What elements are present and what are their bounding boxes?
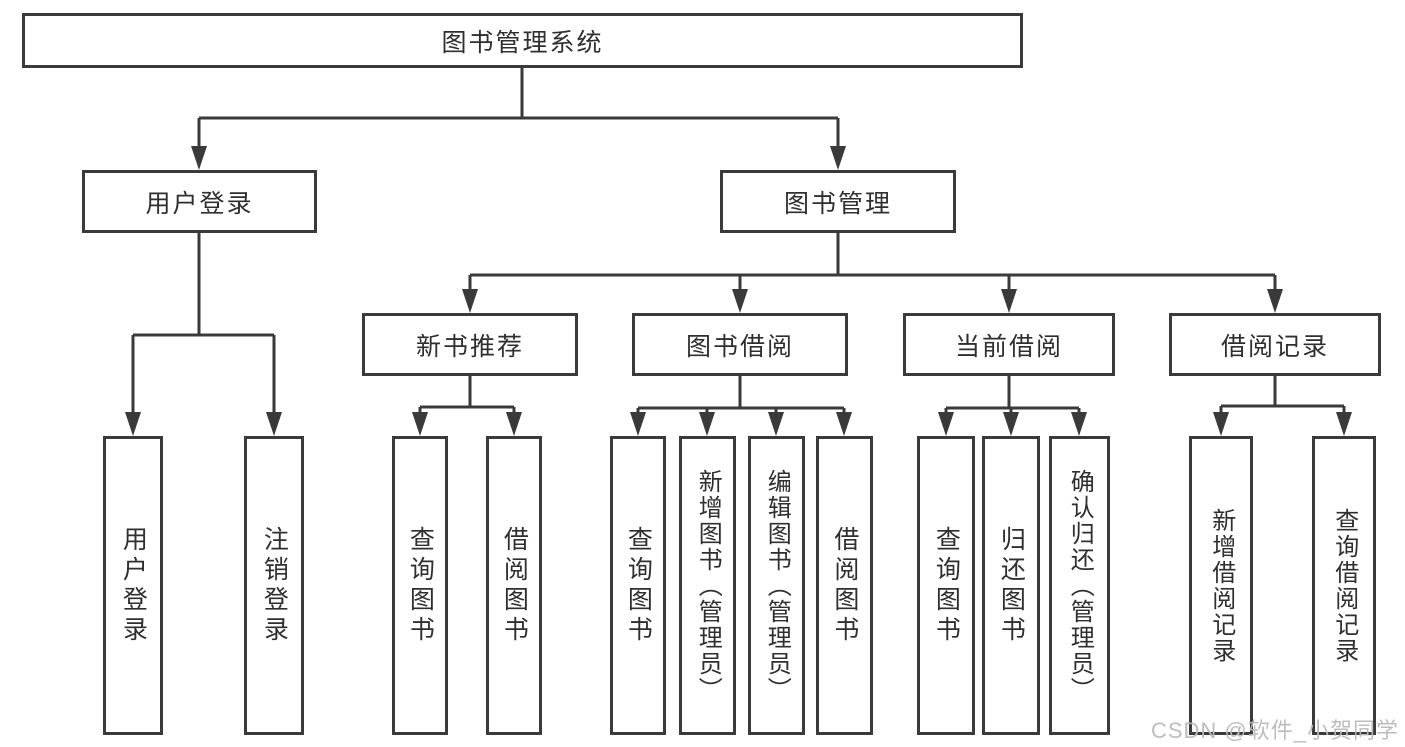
node-root: 图书管理系统 (22, 13, 1023, 68)
leaf-borrow-query-books: 查询图书 (610, 436, 666, 735)
node-user-login-label: 用户登录 (145, 189, 254, 218)
leaf-query-borrow-record-label: 查询借阅记录 (1330, 507, 1358, 664)
node-user-login: 用户登录 (82, 170, 317, 233)
leaf-add-borrow-record: 新增借阅记录 (1189, 436, 1253, 735)
csdn-watermark: CSDN @软件_小贺同学 (1150, 718, 1399, 743)
node-current-borrow-label: 当前借阅 (954, 332, 1063, 361)
leaf-recommend-query-books: 查询图书 (392, 436, 448, 735)
node-book-borrow-label: 图书借阅 (685, 332, 794, 361)
leaf-return-books: 归还图书 (982, 436, 1040, 735)
leaf-add-books-admin: 新增图书（管理员） (679, 436, 736, 735)
leaf-user-login: 用户登录 (103, 436, 163, 735)
leaf-recommend-query-books-label: 查询图书 (406, 525, 435, 646)
node-root-label: 图书管理系统 (441, 28, 604, 57)
leaf-borrow-books-label: 借阅图书 (830, 525, 859, 646)
leaf-query-borrow-record: 查询借阅记录 (1312, 436, 1376, 735)
node-new-book-recommend-label: 新书推荐 (415, 332, 524, 361)
node-borrow-record: 借阅记录 (1169, 313, 1381, 376)
node-book-borrow: 图书借阅 (632, 313, 848, 376)
node-current-borrow: 当前借阅 (903, 313, 1115, 376)
leaf-edit-books-admin: 编辑图书（管理员） (748, 436, 805, 735)
leaf-add-borrow-record-label: 新增借阅记录 (1207, 507, 1235, 664)
leaf-return-books-label: 归还图书 (997, 525, 1026, 646)
node-book-management: 图书管理 (720, 170, 956, 233)
leaf-user-login-label: 用户登录 (119, 525, 148, 646)
leaf-edit-books-admin-label: 编辑图书（管理员） (763, 468, 791, 703)
leaf-borrow-query-books-label: 查询图书 (624, 525, 653, 646)
leaf-logout-label: 注销登录 (260, 525, 289, 646)
leaf-current-query-books-label: 查询图书 (932, 525, 961, 646)
leaf-recommend-borrow-books-label: 借阅图书 (500, 525, 529, 646)
leaf-borrow-books: 借阅图书 (816, 436, 873, 735)
leaf-confirm-return-admin-label: 确认归还（管理员） (1066, 468, 1094, 703)
leaf-add-books-admin-label: 新增图书（管理员） (694, 468, 722, 703)
leaf-current-query-books: 查询图书 (917, 436, 975, 735)
node-borrow-record-label: 借阅记录 (1220, 332, 1329, 361)
node-new-book-recommend: 新书推荐 (362, 313, 578, 376)
arrowhead-icons (125, 146, 1352, 436)
node-book-management-label: 图书管理 (783, 189, 892, 218)
leaf-recommend-borrow-books: 借阅图书 (486, 436, 542, 735)
leaf-confirm-return-admin: 确认归还（管理员） (1049, 436, 1110, 735)
leaf-logout: 注销登录 (244, 436, 304, 735)
